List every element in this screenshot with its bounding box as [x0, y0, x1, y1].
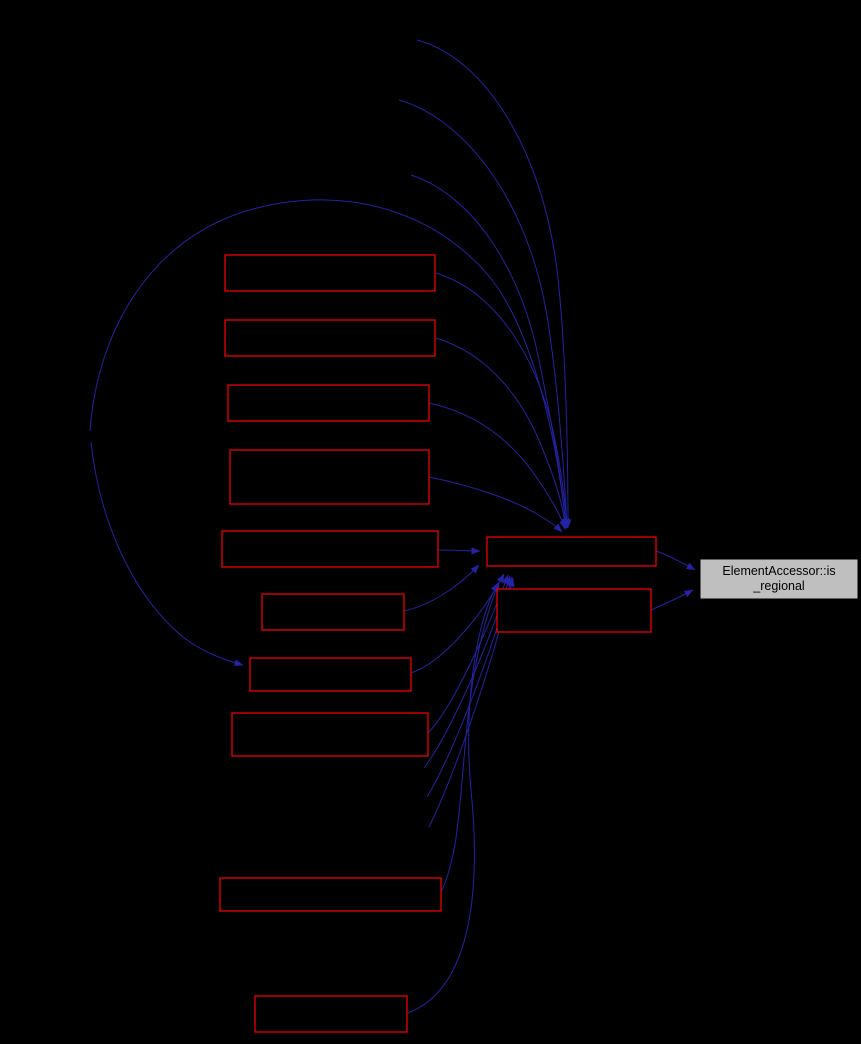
call-graph-edge: [407, 582, 499, 1014]
call-edges-layer: [89, 39, 696, 1014]
call-graph-edge: [398, 99, 571, 529]
call-graph-edge: [403, 564, 480, 612]
call-graph-edge: [435, 337, 569, 529]
call-nodes-layer: [219, 254, 657, 1033]
call-graph-edge: [90, 441, 244, 667]
call-graph-node[interactable]: [227, 384, 430, 422]
call-graph-edge: [416, 39, 572, 529]
call-graph-node[interactable]: [249, 657, 412, 692]
call-graph-node[interactable]: [486, 536, 657, 567]
call-graph-edge: [437, 547, 481, 555]
call-graph-node[interactable]: [221, 530, 439, 568]
call-graph-node[interactable]: [261, 593, 405, 631]
current-function-label-line1: ElementAccessor::is: [722, 564, 835, 578]
call-graph-edge: [650, 589, 694, 611]
call-graph-edge: [440, 581, 500, 893]
current-function-node-box: [699, 558, 859, 600]
call-graph-edge: [428, 402, 566, 530]
call-graph-edge: [410, 573, 505, 674]
call-graph-node[interactable]: [496, 588, 652, 633]
call-graph-node[interactable]: [229, 449, 430, 505]
current-function-node: ElementAccessor::is _regional: [699, 558, 859, 600]
call-graph-node[interactable]: [224, 319, 436, 357]
call-graph-node[interactable]: [231, 712, 429, 757]
call-graph-node[interactable]: [254, 995, 408, 1033]
call-graph-node[interactable]: [224, 254, 436, 292]
current-function-label-line2: _regional: [752, 579, 804, 593]
call-graph-edge: [655, 550, 696, 571]
call-graph-edge: [435, 272, 570, 528]
call-graph-edge: [428, 476, 563, 533]
call-graph-node[interactable]: [219, 877, 442, 912]
